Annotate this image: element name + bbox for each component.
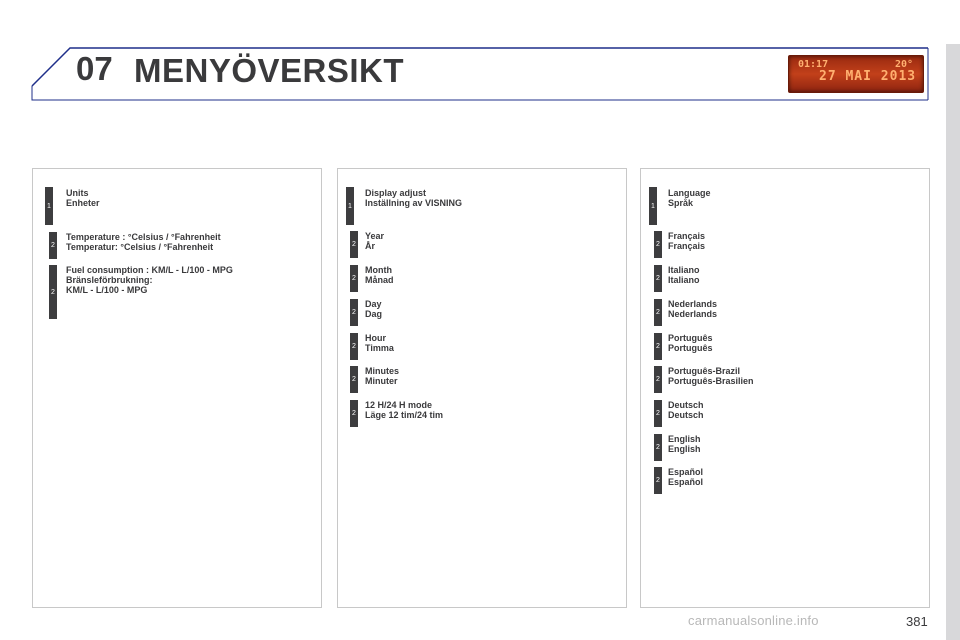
level-marker: 2 — [49, 232, 57, 259]
display-date: 27 MAI 2013 — [819, 69, 917, 84]
level-marker: 1 — [45, 187, 53, 225]
level-marker: 2 — [350, 299, 358, 326]
level-marker: 2 — [350, 400, 358, 427]
level-marker: 2 — [49, 265, 57, 319]
display-time: 01:17 — [798, 59, 829, 70]
panel-units — [32, 168, 322, 608]
panel-language — [640, 168, 930, 608]
level-marker: 2 — [654, 467, 662, 494]
level-marker: 2 — [654, 333, 662, 360]
level-marker: 2 — [350, 265, 358, 292]
watermark: carmanualsonline.info — [688, 613, 819, 628]
level-marker: 2 — [654, 400, 662, 427]
display-temperature: 20° — [894, 59, 913, 70]
page-edge-strip — [946, 44, 960, 640]
level-marker: 2 — [350, 333, 358, 360]
dashboard-display-image: 01:17 20° 27 MAI 2013 — [788, 55, 924, 93]
level-marker: 2 — [654, 231, 662, 258]
level-marker: 1 — [346, 187, 354, 225]
level-marker: 2 — [350, 231, 358, 258]
level-marker: 2 — [654, 434, 662, 461]
level-marker: 2 — [654, 366, 662, 393]
page-number: 381 — [906, 614, 928, 629]
level-marker: 2 — [350, 366, 358, 393]
level-marker: 2 — [654, 265, 662, 292]
header-frame — [31, 47, 929, 101]
chapter-number: 07 — [76, 50, 113, 87]
level-marker: 2 — [654, 299, 662, 326]
page-title: MENYÖVERSIKT — [134, 52, 405, 89]
panel-display-adjust — [337, 168, 627, 608]
level-marker: 1 — [649, 187, 657, 225]
